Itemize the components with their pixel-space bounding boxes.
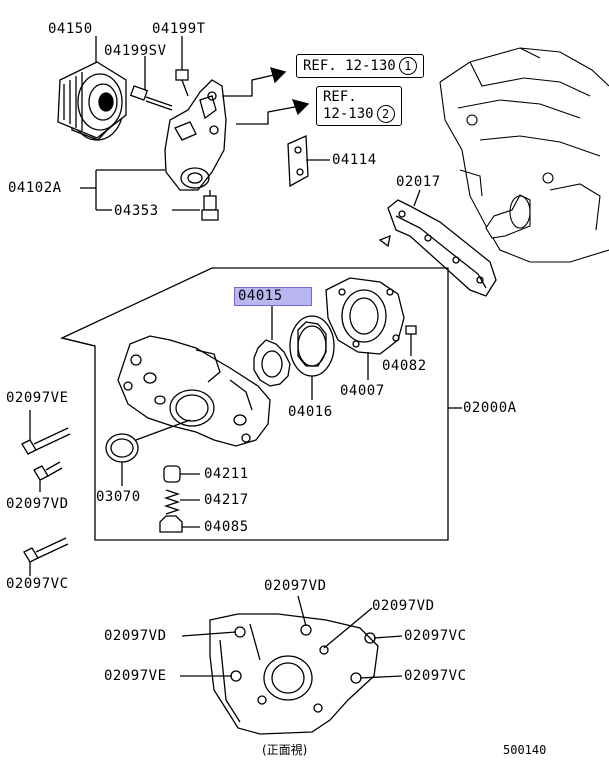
part-label-04150[interactable]: 04150 [48,21,93,37]
ref-1-text: REF. 12-130 [303,58,396,74]
ref-2-circle-number: 2 [376,105,395,123]
bolt-04199SV-illustration [129,85,173,111]
bolt-02097VE-illustration [21,410,71,455]
part-label-04217[interactable]: 04217 [204,492,249,508]
inner-gear-04015-illustration [253,302,291,387]
front-view-caption: (正面視) [262,743,308,757]
filter-bracket-illustration [164,79,227,191]
oil-filter-illustration [57,61,127,141]
engine-block-illustration [439,47,609,263]
pump-cover-04007-illustration [325,277,405,380]
outer-rotor-04016-illustration [289,315,335,400]
part-label-03070[interactable]: 03070 [96,489,141,505]
part-label-02017[interactable]: 02017 [396,174,441,190]
oil-seal-03070-illustration [105,419,191,486]
part-label-02097VC-front-right-upper[interactable]: 02097VC [404,628,467,644]
front-view-illustration [209,613,379,735]
ref-2-line1: REF. [323,89,357,105]
plug-04085-illustration [159,515,200,533]
part-label-04016[interactable]: 04016 [288,404,333,420]
part-label-04082[interactable]: 04082 [382,358,427,374]
bolt-02097VD-illustration [33,461,63,492]
diagram-id: 500140 [503,743,547,757]
part-label-02000A[interactable]: 02000A [463,400,517,416]
part-label-02097VC-front-right-lower[interactable]: 02097VC [404,668,467,684]
part-label-02097VE-left[interactable]: 02097VE [6,390,69,406]
part-label-04102A[interactable]: 04102A [8,180,62,196]
part-label-02097VC-left[interactable]: 02097VC [6,576,69,592]
part-label-02097VD-front-left[interactable]: 02097VD [104,628,167,644]
part-label-04211[interactable]: 04211 [204,466,249,482]
ref-1-circle-number: 1 [398,57,417,75]
part-label-04199T[interactable]: 04199T [152,21,206,37]
screw-04082-illustration [405,325,417,356]
part-label-02097VD-front-top[interactable]: 02097VD [264,578,327,594]
part-label-04353[interactable]: 04353 [114,203,159,219]
bolt-02097VC-illustration [23,537,69,576]
ref-2-line2: 12-130 [323,106,374,122]
oil-pressure-switch-illustration [201,190,219,221]
plunger-04211-illustration [163,465,200,483]
gasket-02017-illustration [378,189,497,297]
part-label-04015-highlighted[interactable]: 04015 [234,287,312,306]
part-label-02097VE-front-left[interactable]: 02097VE [104,668,167,684]
part-label-04007[interactable]: 04007 [340,383,385,399]
bolt-04199T-illustration [175,69,189,97]
part-label-02097VD-left[interactable]: 02097VD [6,496,69,512]
part-label-02097VD-front-right[interactable]: 02097VD [372,598,435,614]
spring-04217-illustration [163,489,200,515]
oil-pump-housing-illustration [117,335,271,447]
part-label-04114[interactable]: 04114 [332,152,377,168]
part-label-04085[interactable]: 04085 [204,519,249,535]
gasket-04114-illustration [287,135,330,188]
part-label-04199SV[interactable]: 04199SV [104,43,167,59]
